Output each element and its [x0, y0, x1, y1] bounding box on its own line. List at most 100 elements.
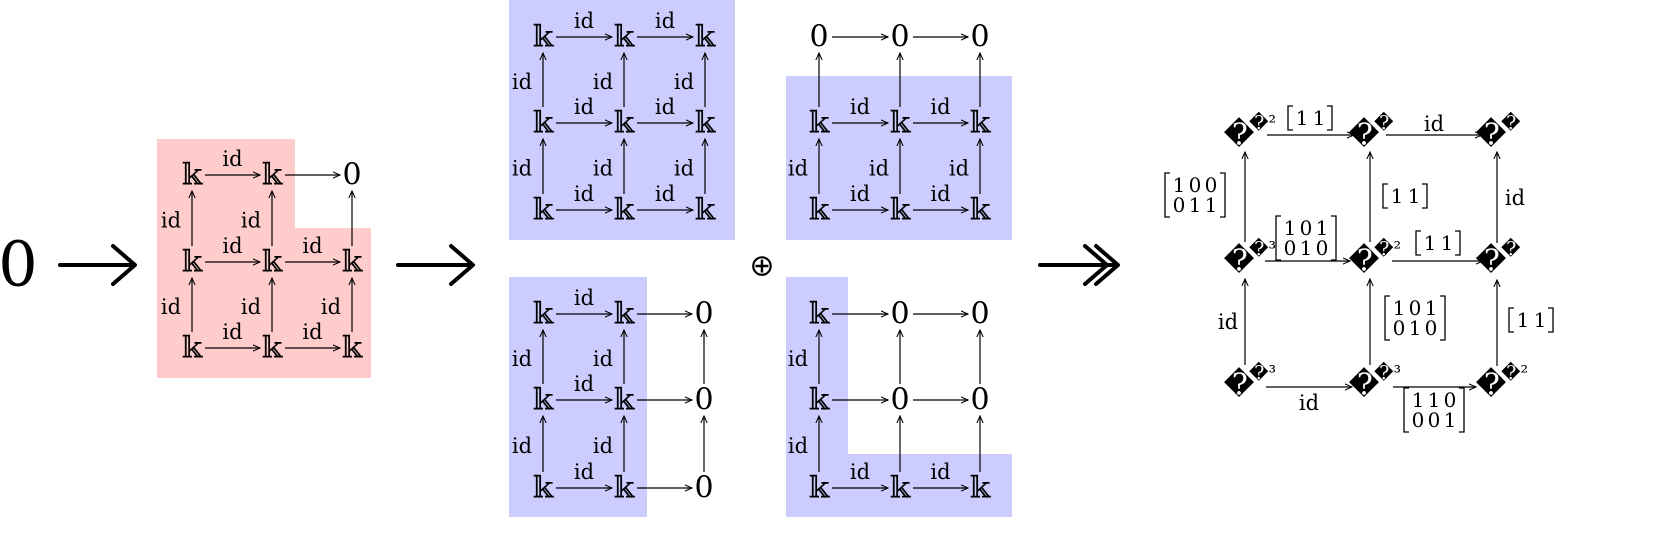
input-field-node: 𝕜 [262, 245, 284, 280]
surjection-arrow [1038, 244, 1120, 286]
summand-tl-field-node: 𝕜 [614, 106, 636, 141]
quotient-node: � [1349, 243, 1380, 279]
summand-bl-field-node: 𝕜 [533, 297, 555, 332]
matrix-label-entry: 0 [1300, 216, 1313, 240]
summand-top-left-support [509, 0, 735, 240]
matrix-label-entry: 1 [1189, 193, 1202, 217]
summand-br-field-node: 𝕜 [809, 471, 831, 506]
summand-br-id-label: id [788, 434, 808, 458]
summand-tl-id-label: id [655, 9, 675, 33]
input-id-label: id [222, 234, 242, 258]
matrix-label-entry: 1 [1444, 408, 1457, 432]
input-id-label: id [241, 295, 261, 319]
matrix-label-bracket-left [1382, 183, 1388, 209]
quotient-node: � [1476, 243, 1507, 279]
input-field-node: 𝕜 [182, 331, 204, 366]
summand-br-field-node: 𝕜 [890, 471, 912, 506]
matrix-label-entry: 0 [1205, 173, 1218, 197]
matrix-label-entry: 1 [1284, 216, 1297, 240]
summand-tl-id-label: id [512, 157, 532, 181]
input-field-node: 𝕜 [262, 331, 284, 366]
summand-tr-zero-node: 0 [809, 20, 828, 55]
summand-tl-id-label: id [593, 70, 613, 94]
matrix-label-entry: 0 [1173, 193, 1186, 217]
summand-tl-field-node: 𝕜 [695, 20, 717, 55]
matrix-label-bracket-right [1327, 105, 1333, 131]
summand-tl-id-label: id [655, 182, 675, 206]
matrix-label-entry: 1 [1391, 184, 1404, 208]
summand-br-id-label: id [930, 460, 950, 484]
matrix-label-entry: 1 [1441, 231, 1454, 255]
summand-br-zero-node: 0 [970, 297, 989, 332]
quotient-node: � [1224, 243, 1255, 279]
matrix-label-entry: 0 [1189, 173, 1202, 197]
summand-tl-field-node: 𝕜 [533, 20, 555, 55]
matrix-label-entry: 1 [1205, 193, 1218, 217]
matrix-label-entry: 1 [1517, 308, 1530, 332]
matrix-label-entry: 0 [1284, 236, 1297, 260]
summand-br-field-node: 𝕜 [809, 383, 831, 418]
quotient-node-exponent: �² [1374, 237, 1401, 260]
quotient-node-exponent: � [1501, 237, 1521, 260]
summand-tr-id-label: id [850, 182, 870, 206]
matrix-label-bracket-left [1287, 105, 1293, 131]
matrix-label-bracket-right [1459, 387, 1465, 433]
summand-bl-zero-node: 0 [694, 383, 713, 418]
summand-br-zero-node: 0 [890, 297, 909, 332]
input-id-label: id [161, 295, 181, 319]
matrix-label-entry: 0 [1393, 316, 1406, 340]
summand-tr-id-label: id [930, 182, 950, 206]
injection-arrow [396, 244, 475, 286]
quotient-node-exponent: �² [1501, 361, 1528, 384]
id-label: id [1505, 186, 1525, 210]
summand-bl-id-label: id [593, 347, 613, 371]
matrix-label-entry: 1 [1409, 316, 1422, 340]
summand-tl-field-node: 𝕜 [614, 193, 636, 228]
summand-bottom-left-support [509, 277, 647, 517]
input-module-support [157, 139, 371, 378]
summand-tl-id-label: id [674, 70, 694, 94]
matrix-label-bracket-right [1455, 230, 1461, 256]
quotient-node-exponent: �³ [1374, 361, 1401, 384]
summand-bl-id-label: id [574, 372, 594, 396]
summand-bl-zero-node: 0 [694, 297, 713, 332]
summand-tr-field-node: 𝕜 [809, 193, 831, 228]
matrix-label-bracket-left [1384, 295, 1390, 341]
matrix-label-bracket-left [1275, 215, 1281, 261]
summand-tl-id-label: id [574, 182, 594, 206]
summand-bl-id-label: id [593, 434, 613, 458]
matrix-label-entry: 0 [1428, 408, 1441, 432]
summand-bl-id-label: id [574, 460, 594, 484]
input-field-node: 𝕜 [182, 158, 204, 193]
summand-br-zero-node: 0 [890, 383, 909, 418]
summand-tl-field-node: 𝕜 [533, 193, 555, 228]
input-id-label: id [302, 234, 322, 258]
matrix-label-bracket-left [1415, 230, 1421, 256]
summand-bl-field-node: 𝕜 [614, 383, 636, 418]
input-id-label: id [161, 209, 181, 233]
quotient-node: � [1476, 367, 1507, 403]
matrix-label-entry: 0 [1409, 296, 1422, 320]
summand-tl-field-node: 𝕜 [533, 106, 555, 141]
matrix-label-entry: 0 [1425, 316, 1438, 340]
matrix-label-bracket-right [1440, 295, 1446, 341]
id-label: id [1299, 391, 1319, 415]
input-id-label: id [321, 295, 341, 319]
input-zero-node: 0 [342, 158, 361, 193]
summand-tr-zero-node: 0 [970, 20, 989, 55]
shaded-regions [157, 0, 1012, 517]
input-id-label: id [241, 209, 261, 233]
leading-zero: 0 [0, 228, 38, 301]
summand-br-id-label: id [850, 460, 870, 484]
matrix-label-entry: 1 [1425, 296, 1438, 320]
quotient-node: � [1224, 117, 1255, 153]
summand-bottom-right-support [786, 277, 1012, 517]
input-field-node: 𝕜 [262, 158, 284, 193]
summand-tr-id-label: id [930, 95, 950, 119]
summand-tl-field-node: 𝕜 [695, 106, 717, 141]
matrix-label-entry: 1 [1424, 231, 1437, 255]
matrix-label-entry: 1 [1300, 236, 1313, 260]
summand-bl-id-label: id [574, 286, 594, 310]
